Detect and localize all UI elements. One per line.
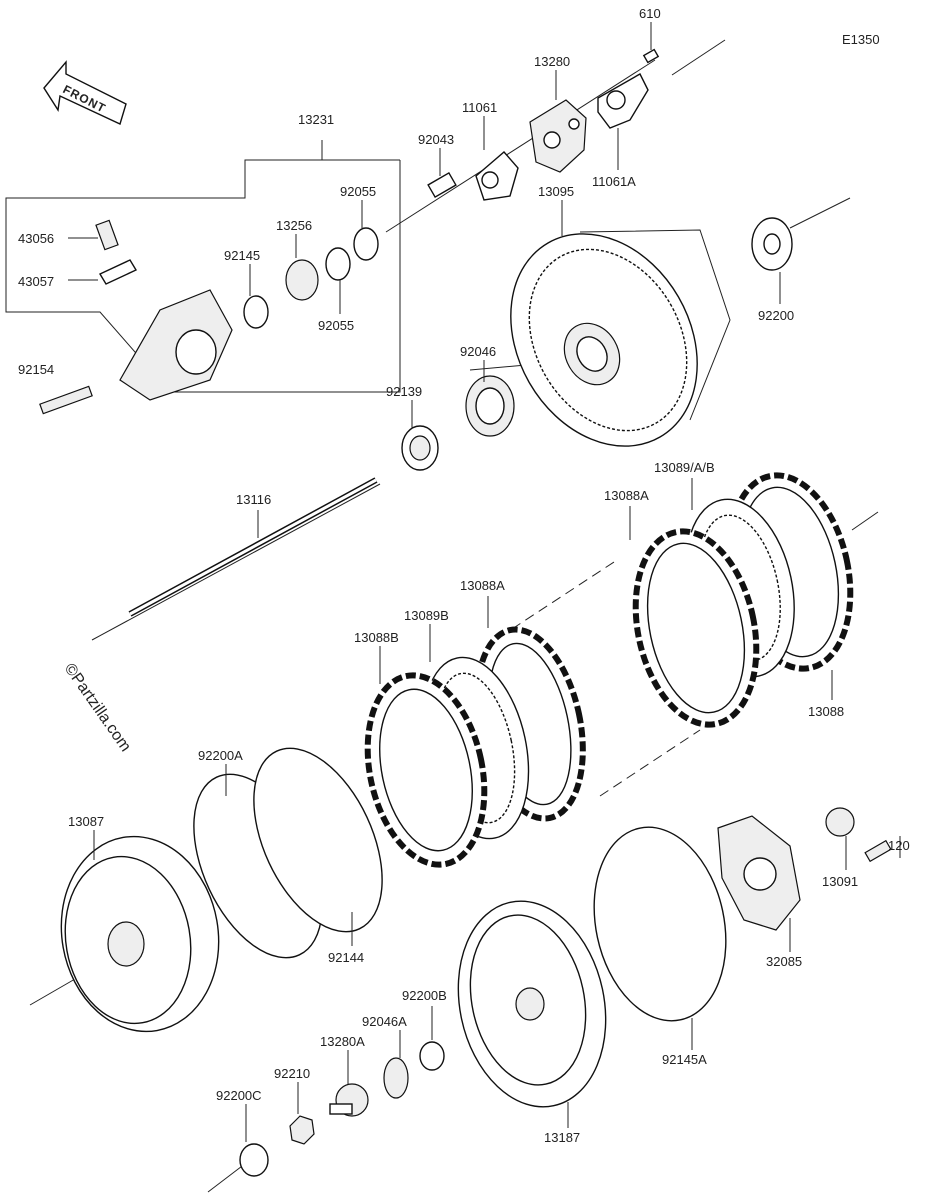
ring-92144 bbox=[253, 747, 383, 946]
label-120: 120 bbox=[888, 838, 910, 853]
bolt-92154 bbox=[39, 385, 93, 415]
spring-plate-92145A bbox=[593, 826, 727, 1050]
label-13231: 13231 bbox=[298, 112, 334, 127]
clutch-hub-13087 bbox=[60, 830, 220, 1033]
label-13089AB: 13089/A/B bbox=[654, 460, 715, 475]
label-13087: 13087 bbox=[68, 814, 104, 829]
gasket-11061 bbox=[475, 116, 519, 201]
watermark: ©Partzilla.com bbox=[61, 661, 134, 755]
gasket-11061A bbox=[597, 73, 649, 170]
label-13187: 13187 bbox=[544, 1130, 580, 1145]
diagram-code: E1350 bbox=[842, 32, 880, 47]
label-13088B: 13088B bbox=[354, 630, 399, 645]
label-92200A: 92200A bbox=[198, 748, 243, 763]
label-13280: 13280 bbox=[534, 54, 570, 69]
push-rod-13116 bbox=[128, 477, 378, 617]
bearing-13091 bbox=[825, 807, 855, 870]
label-92210: 92210 bbox=[274, 1066, 310, 1081]
label-92055a: 92055 bbox=[340, 184, 376, 199]
label-92145A: 92145A bbox=[662, 1052, 707, 1067]
label-92043: 92043 bbox=[418, 132, 454, 147]
label-13280A: 13280A bbox=[320, 1034, 365, 1049]
label-92145: 92145 bbox=[224, 248, 260, 263]
lifter-plate-32085 bbox=[717, 815, 801, 952]
label-92046: 92046 bbox=[460, 344, 496, 359]
washer-92200C bbox=[239, 1104, 269, 1177]
pin-610 bbox=[642, 22, 660, 64]
label-13088A-right: 13088A bbox=[604, 488, 649, 503]
label-11061A: 11061A bbox=[592, 174, 636, 189]
lifter-13280A bbox=[329, 1050, 369, 1117]
label-92055b: 92055 bbox=[318, 318, 354, 333]
front-arrow-icon: FRONT bbox=[43, 60, 127, 125]
label-92200C: 92200C bbox=[216, 1088, 262, 1103]
spring-92145 bbox=[243, 264, 269, 329]
label-92200B: 92200B bbox=[402, 988, 447, 1003]
label-92046A: 92046A bbox=[362, 1014, 407, 1029]
label-32085: 32085 bbox=[766, 954, 802, 969]
pressure-plate-13187 bbox=[457, 900, 607, 1128]
clutch-housing-13095 bbox=[510, 200, 731, 447]
oring-92055b bbox=[325, 247, 351, 314]
pin-92043 bbox=[427, 148, 457, 199]
needle-bearing-92046 bbox=[465, 360, 515, 437]
label-13088: 13088 bbox=[808, 704, 844, 719]
washer-92200 bbox=[751, 217, 793, 304]
label-13088A-left: 13088A bbox=[460, 578, 505, 593]
label-13256: 13256 bbox=[276, 218, 312, 233]
cap-43057 bbox=[68, 259, 137, 285]
sleeve-92139 bbox=[401, 400, 439, 471]
part-labels: 610 13280 11061 11061A 13231 92043 92055… bbox=[18, 6, 910, 1145]
bleeder-43056 bbox=[68, 219, 119, 251]
bolt-120 bbox=[864, 836, 901, 863]
label-13091: 13091 bbox=[822, 874, 858, 889]
cylinder-body bbox=[119, 289, 233, 401]
washer-92200B bbox=[419, 1006, 445, 1071]
label-13095: 13095 bbox=[538, 184, 574, 199]
friction-plate-13088A-right bbox=[629, 506, 760, 728]
label-92200: 92200 bbox=[758, 308, 794, 323]
label-43057: 43057 bbox=[18, 274, 54, 289]
bearing-92046A bbox=[383, 1030, 409, 1099]
piston-13256 bbox=[285, 234, 319, 301]
label-610: 610 bbox=[639, 6, 661, 21]
label-43056: 43056 bbox=[18, 231, 54, 246]
oring-92055a bbox=[353, 200, 379, 261]
label-92144: 92144 bbox=[328, 950, 364, 965]
label-92154: 92154 bbox=[18, 362, 54, 377]
nut-92210 bbox=[289, 1082, 315, 1145]
label-92139: 92139 bbox=[386, 384, 422, 399]
cover-13280 bbox=[529, 70, 587, 173]
bracket-13231 bbox=[5, 140, 401, 393]
label-13089B: 13089B bbox=[404, 608, 449, 623]
label-13116: 13116 bbox=[236, 492, 271, 507]
friction-plate-13088B bbox=[364, 646, 488, 868]
label-11061: 11061 bbox=[462, 100, 497, 115]
